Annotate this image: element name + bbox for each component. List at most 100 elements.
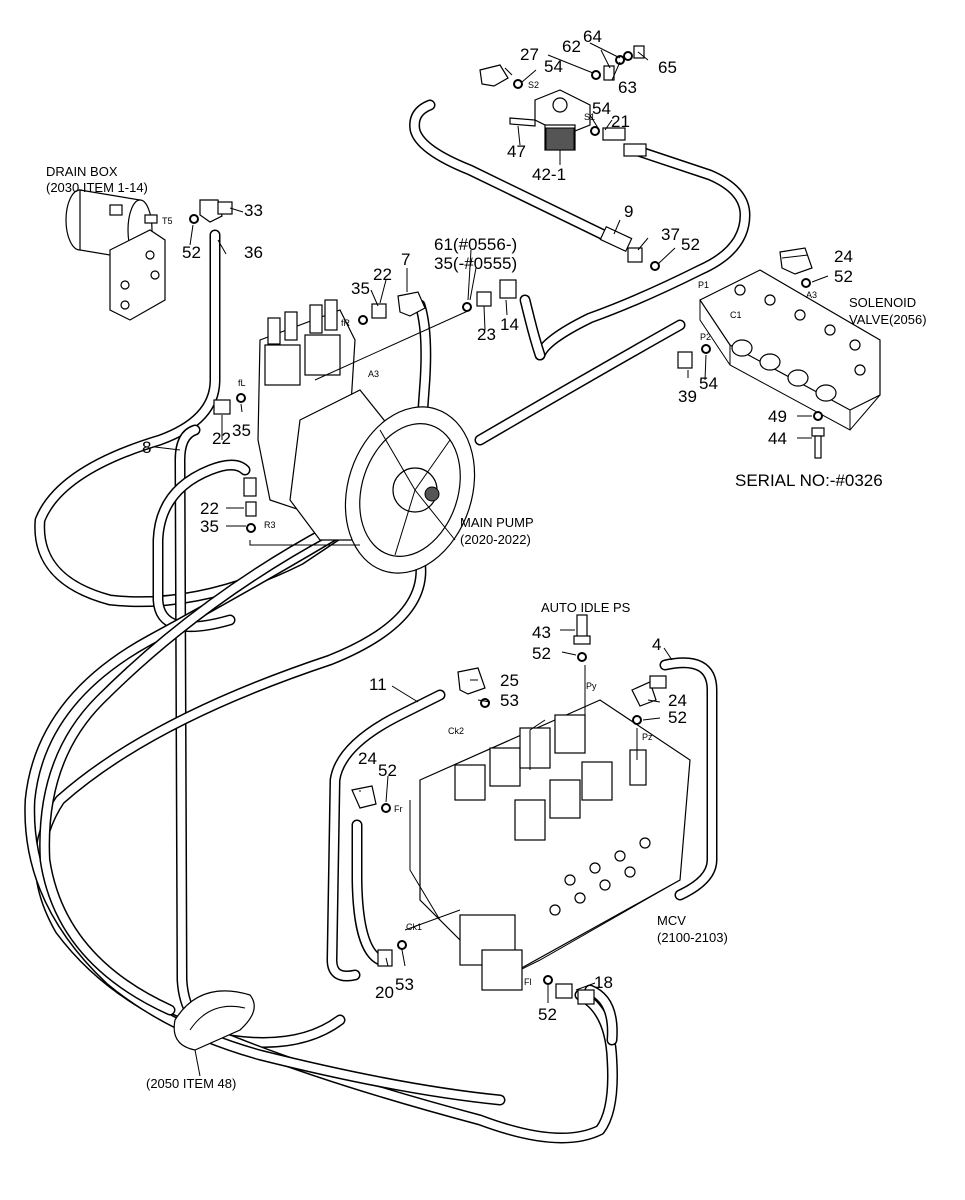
caption-solenoid-valve: SOLENOID — [849, 295, 916, 310]
caption-main-pump-ref: (2020-2022) — [460, 532, 531, 547]
plug-39 — [677, 344, 711, 369]
caption-drain-box-ref: (2030 ITEM 1-14) — [46, 180, 148, 195]
port-ck1: Ck1 — [406, 922, 422, 932]
callout-24-mcv-left: 24 — [358, 749, 377, 768]
callout-33: 33 — [244, 201, 263, 220]
port-r3: R3 — [264, 520, 276, 530]
callout-42-1: 42-1 — [532, 165, 566, 184]
caption-solenoid-valve-ref: VALVE(2056) — [849, 312, 927, 327]
bolt-44 — [811, 411, 825, 459]
serial-number: SERIAL NO:-#0326 — [735, 471, 883, 490]
callout-23: 23 — [477, 325, 496, 344]
callout-24-solenoid: 24 — [834, 247, 853, 266]
caption-clamp-ref: (2050 ITEM 48) — [146, 1076, 236, 1091]
callout-22-pump-top: 22 — [373, 265, 392, 284]
main-control-valve — [409, 699, 691, 991]
leader-lines — [154, 42, 829, 1077]
captions: DRAIN BOX (2030 ITEM 1-14) SOLENOID VALV… — [46, 164, 927, 1091]
fitting-33 — [199, 199, 233, 223]
callout-43: 43 — [532, 623, 551, 642]
callout-52-hose9: 52 — [681, 235, 700, 254]
port-fl-mcv: Fl — [524, 977, 532, 987]
callout-4: 4 — [652, 635, 661, 654]
callout-36: 36 — [244, 243, 263, 262]
drain-box — [65, 189, 166, 321]
seal-stack-62-65 — [591, 45, 645, 81]
port-py: Py — [586, 681, 597, 691]
callout-20: 20 — [375, 983, 394, 1002]
callout-14: 14 — [500, 315, 519, 334]
callout-53-ck2: 53 — [500, 691, 519, 710]
port-a3-solenoid: A3 — [806, 290, 817, 300]
port-ck2: Ck2 — [448, 726, 464, 736]
callout-21: 21 — [611, 112, 630, 131]
callout-61: 61(#0556-) — [434, 235, 517, 254]
caption-main-pump: MAIN PUMP — [460, 515, 534, 530]
callout-35-pump-fr: 35 — [351, 279, 370, 298]
mcv-spools — [454, 714, 647, 841]
pilot-filter-block — [509, 89, 591, 151]
port-p2: P2 — [700, 332, 711, 342]
callout-37: 37 — [661, 225, 680, 244]
callout-25: 25 — [500, 671, 519, 690]
fitting-21 — [590, 126, 647, 157]
callout-44: 44 — [768, 429, 787, 448]
callout-49: 49 — [768, 407, 787, 426]
port-p1: P1 — [698, 280, 709, 290]
port-s1: S1 — [584, 112, 595, 122]
callout-27: 27 — [520, 45, 539, 64]
callout-7: 7 — [401, 250, 410, 269]
callout-52-mcv-left: 52 — [378, 761, 397, 780]
callout-35-pump-fl: 35 — [232, 421, 251, 440]
fitting-37 — [599, 225, 660, 271]
callout-52-solenoid: 52 — [834, 267, 853, 286]
port-fr-mcv: Fr — [394, 804, 403, 814]
hose-clamp — [173, 990, 255, 1051]
callout-35-pump-r3: 35 — [200, 517, 219, 536]
callout-52-mcv-right: 52 — [668, 708, 687, 727]
port-a3-pump: A3 — [368, 369, 379, 379]
port-pz: Pz — [642, 732, 653, 742]
port-s2: S2 — [528, 80, 539, 90]
fitting-24-solenoid — [779, 247, 813, 288]
callout-22-pump-r3: 22 — [200, 499, 219, 518]
callout-52-fl: 52 — [538, 1005, 557, 1024]
main-pump — [257, 299, 476, 574]
callout-62: 62 — [562, 37, 581, 56]
port-fl-pump: fL — [238, 378, 246, 388]
port-fr-pump: fR — [341, 318, 351, 328]
port-t5: T5 — [162, 216, 173, 226]
auto-idle-pressure-switch — [573, 614, 591, 662]
caption-drain-box: DRAIN BOX — [46, 164, 118, 179]
caption-mcv-ref: (2100-2103) — [657, 930, 728, 945]
port-labels: S2 S1 T5 P1 P2 A3 C1 fR fL A3 R3 Py Pz C… — [162, 80, 817, 987]
callout-9: 9 — [624, 202, 633, 221]
callout-65: 65 — [658, 58, 677, 77]
callout-52-auto-idle: 52 — [532, 644, 551, 663]
callout-8: 8 — [142, 438, 151, 457]
port-c1: C1 — [730, 310, 742, 320]
callout-47: 47 — [507, 142, 526, 161]
callout-64: 64 — [583, 27, 602, 46]
callout-63: 63 — [618, 78, 637, 97]
solenoid-valve — [699, 269, 881, 431]
caption-auto-idle: AUTO IDLE PS — [541, 600, 631, 615]
callout-54-top: 54 — [544, 57, 563, 76]
callout-53-ck1: 53 — [395, 975, 414, 994]
callout-11: 11 — [369, 675, 387, 694]
o-ring-52-drain — [189, 214, 199, 224]
callout-39: 39 — [678, 387, 697, 406]
caption-mcv: MCV — [657, 913, 686, 928]
callout-22-pump-fl: 22 — [212, 429, 231, 448]
callout-35-pump-top: 35(-#0555) — [434, 254, 517, 273]
callout-54-solenoid: 54 — [699, 374, 718, 393]
pump-fittings — [213, 279, 517, 533]
fitting-27 — [479, 64, 523, 89]
callout-54-filter: 54 — [592, 99, 611, 118]
part-number-callouts: 64 62 63 65 27 54 54 21 47 42-1 9 37 52 … — [142, 27, 853, 1024]
callout-18: 18 — [594, 973, 613, 992]
callout-24-mcv-right: 24 — [668, 691, 687, 710]
callout-52-drain: 52 — [182, 243, 201, 262]
mcv-fittings — [351, 667, 667, 1005]
